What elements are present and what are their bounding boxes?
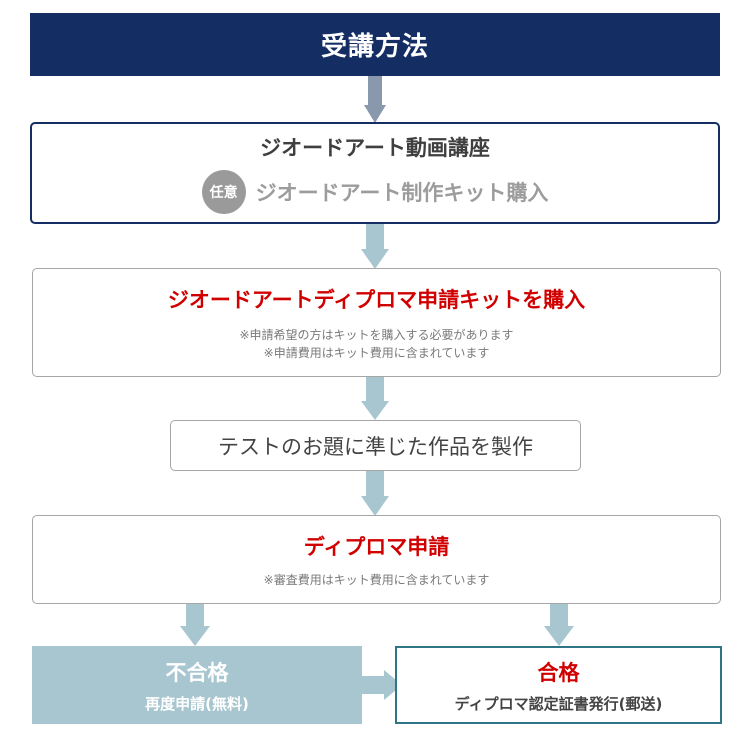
optional-badge: 任意 — [201, 170, 246, 214]
result-pass-title: 合格 — [537, 660, 580, 685]
step-create-work-box: テストのお題に準じた作品を製作 — [170, 420, 581, 471]
result-pass-sub: ディプロマ認定証書発行(郵送) — [454, 694, 663, 713]
result-fail-title: 不合格 — [165, 660, 229, 685]
flow-arrow-down-icon — [361, 471, 389, 516]
flow-arrow-down-icon — [361, 377, 389, 420]
result-fail-sub: 再度申請(無料) — [145, 694, 249, 713]
step-course-box: ジオードアート動画講座 任意 ジオードアート制作キット購入 — [30, 122, 720, 224]
diploma-kit-title: ジオードアートディプロマ申請キットを購入 — [167, 287, 586, 312]
flow-arrow-down-icon — [361, 224, 389, 269]
course-title: ジオードアート動画講座 — [260, 136, 490, 160]
diploma-kit-note-1: ※申請希望の方はキットを購入する必要があります — [239, 327, 514, 342]
optional-kit-title: ジオードアート制作キット購入 — [255, 181, 549, 205]
diploma-apply-title: ディプロマ申請 — [303, 534, 450, 559]
result-pass-box: 合格 ディプロマ認定証書発行(郵送) — [395, 646, 722, 724]
flow-arrow-down-icon — [364, 76, 386, 123]
create-work-title: テストのお題に準じた作品を製作 — [218, 434, 533, 459]
flow-arrow-down-icon — [544, 604, 574, 646]
page-title: 受講方法 — [30, 13, 720, 76]
step-diploma-apply-box: ディプロマ申請 ※審査費用はキット費用に含まれています — [32, 515, 721, 604]
diploma-apply-note: ※審査費用はキット費用に含まれています — [263, 572, 490, 587]
result-fail-box: 不合格 再度申請(無料) — [32, 646, 362, 724]
flow-arrow-down-icon — [180, 604, 210, 646]
flow-arrow-right-icon — [362, 670, 402, 700]
step-diploma-kit-box: ジオードアートディプロマ申請キットを購入 ※申請希望の方はキットを購入する必要が… — [32, 268, 721, 377]
header-title: 受講方法 — [320, 32, 429, 62]
diploma-kit-note-2: ※申請費用はキット費用に含まれています — [263, 345, 490, 360]
optional-kit-row: 任意 ジオードアート制作キット購入 — [201, 170, 549, 214]
